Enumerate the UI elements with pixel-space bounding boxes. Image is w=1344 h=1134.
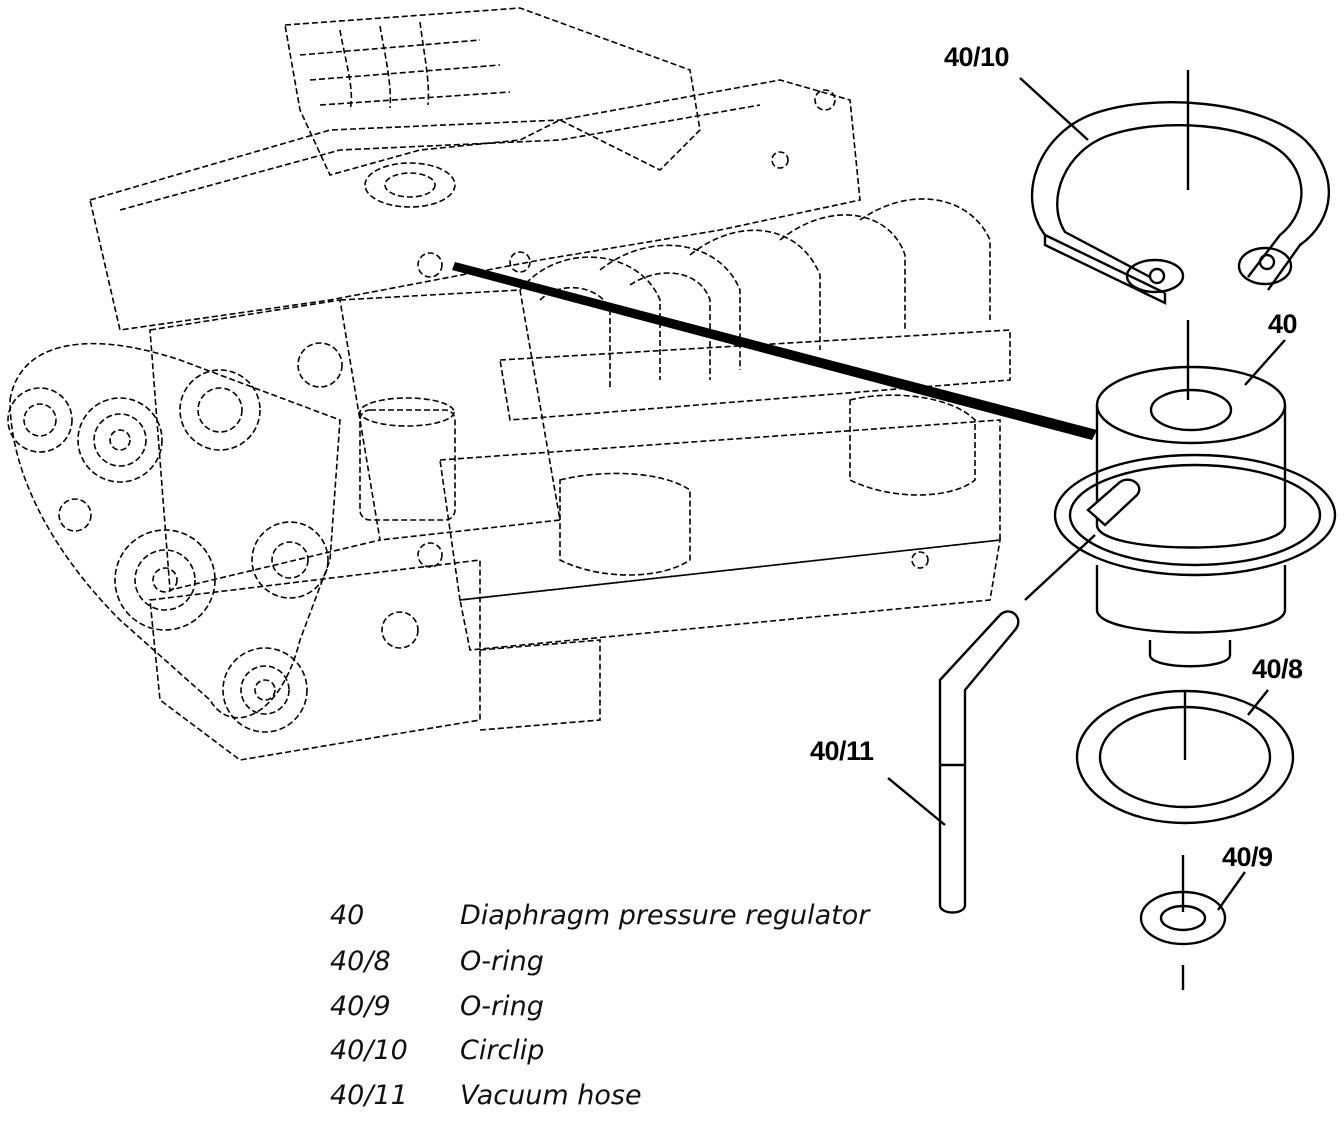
callout-40-11-label: 40/11: [810, 736, 874, 766]
diaphragm-pressure-regulator-part: [1053, 365, 1337, 668]
legend-part-number: 40/8: [330, 946, 391, 977]
legend-part-description: O-ring: [460, 991, 544, 1022]
legend-part-description: Circlip: [460, 1035, 545, 1066]
callout-40-label: 40: [1268, 309, 1297, 339]
engine-illustration: [7, 7, 1011, 761]
legend-part-number: 40/11: [330, 1080, 408, 1111]
callout-40-8-label: 40/8: [1252, 654, 1303, 684]
legend-part-number: 40/10: [330, 1035, 408, 1066]
callout-leader-lines: [887, 77, 1286, 911]
legend-part-number: 40: [330, 900, 365, 931]
circlip-part: [1030, 101, 1330, 305]
legend-part-description: Diaphragm pressure regulator: [460, 900, 870, 931]
callout-40-10-label: 40/10: [944, 42, 1009, 72]
vacuum-hose-part: [938, 610, 1020, 914]
assembly-axis-lines: [1024, 70, 1190, 990]
leader-line-regulator-location: [452, 262, 1097, 440]
legend-part-description: O-ring: [460, 946, 544, 977]
legend-part-number: 40/9: [330, 991, 391, 1022]
legend-part-description: Vacuum hose: [460, 1080, 642, 1111]
callout-40-9-label: 40/9: [1222, 842, 1273, 872]
